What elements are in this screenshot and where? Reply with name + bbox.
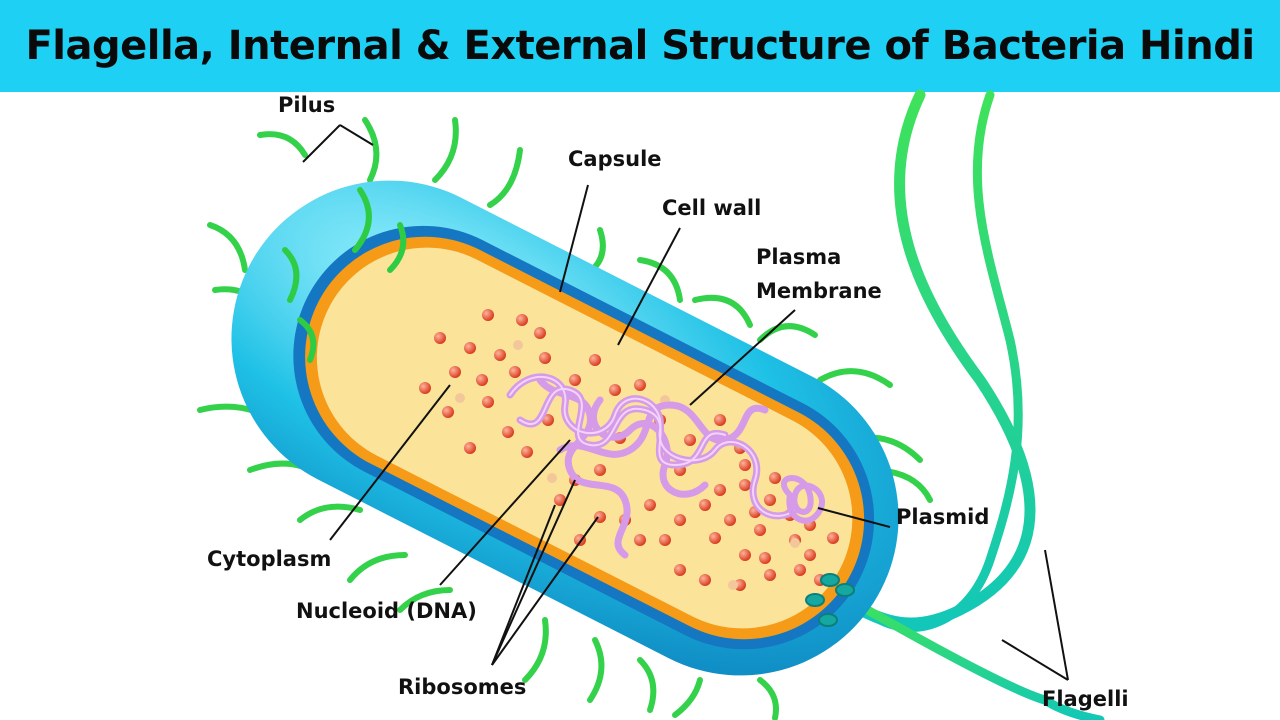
- label-capsule: Capsule: [568, 147, 662, 171]
- title-bar: Flagella, Internal & External Structure …: [0, 0, 1280, 92]
- nucleoid-dna-highlight: [509, 376, 796, 517]
- label-pilus: Pilus: [278, 93, 335, 117]
- label-plasma-membrane-2: Membrane: [756, 279, 882, 303]
- label-nucleoid: Nucleoid (DNA): [296, 599, 477, 623]
- leader-lines: [302, 124, 1069, 681]
- label-plasma-membrane-1: Plasma: [756, 245, 841, 269]
- label-cell-wall: Cell wall: [662, 196, 761, 220]
- flagella: [834, 89, 1105, 720]
- ribosomes: [419, 309, 839, 591]
- page-title: Flagella, Internal & External Structure …: [25, 23, 1255, 69]
- plasmid: [780, 475, 825, 524]
- flagella-base: [805, 573, 855, 627]
- label-plasmid: Plasmid: [896, 505, 989, 529]
- label-ribosomes: Ribosomes: [398, 675, 526, 699]
- pili-front: [282, 187, 407, 363]
- label-flagelli: Flagelli: [1042, 687, 1129, 711]
- label-cytoplasm: Cytoplasm: [207, 547, 331, 571]
